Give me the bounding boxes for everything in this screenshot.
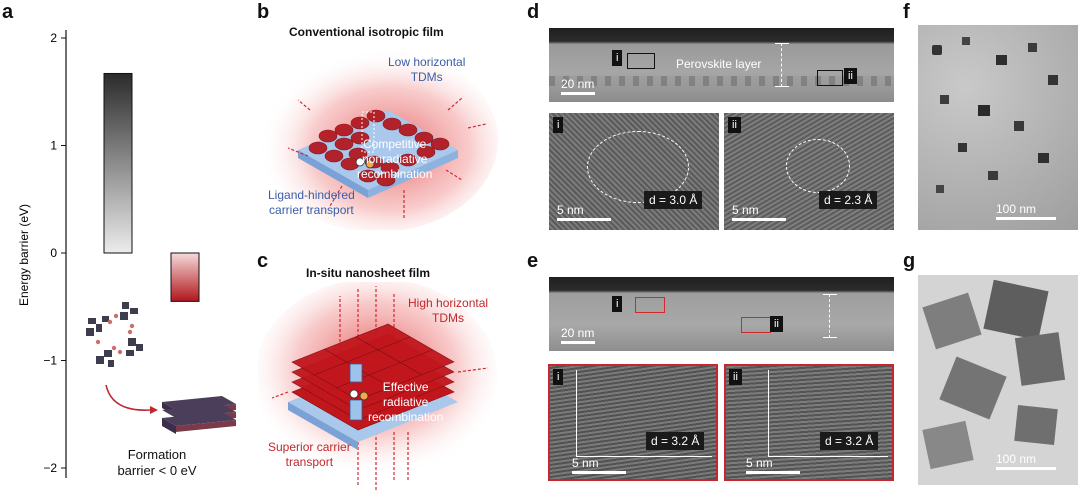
y-tick-label: −1 [43,354,57,368]
high-tdm-note: High horizontal TDMs [408,296,488,326]
formation-note-line2: barrier < 0 eV [117,463,197,478]
panel-e-hrtem-i-scale-text: 5 nm [572,456,599,470]
panel-d-scalebar-text: 20 nm [561,77,595,91]
bar-isotropic-film [103,72,133,254]
y-tick-label: −2 [43,461,57,475]
high-tdm-line1: High horizontal [408,296,489,310]
panel-d-d-spacing-i: d = 3.0 Å [644,191,703,209]
y-axis-label: Energy barrier (eV) [17,204,31,306]
panel-c-title: In-situ nanosheet film [306,266,431,280]
competitive-line1: Competitive [363,137,427,151]
formation-note-line1: Formation [127,447,187,462]
panel-f-scalebar: 100 nm [996,202,1056,220]
competitive-line3: recombination [357,167,433,181]
panel-e-hrtem-i [548,364,718,481]
panel-b-title: Conventional isotropic film [289,25,444,39]
effective-line2: radiative [383,395,429,409]
panel-d-hrtem-i-scale-text: 5 nm [557,203,584,217]
panel-e-hrtem-i-tag: i [553,369,564,385]
ligand-line2: carrier transport [269,203,354,217]
panel-e-d-spacing-i: d = 3.2 Å [646,432,705,450]
y-tick-label: 2 [50,31,57,45]
panel-d-tag-ii: ii [844,68,857,84]
effective-line3: recombination [368,410,444,424]
superior-line2: transport [285,455,334,469]
panel-d-hrtem-i-scalebar: 5 nm [557,203,611,221]
panel-f-scalebar-text: 100 nm [996,202,1037,216]
formation-note: Formation barrier < 0 eV [92,447,222,479]
precursor-cluster-illustration [86,302,143,367]
low-tdm-line1: Low horizontal [388,55,466,69]
panel-b-label: b [257,1,270,23]
panel-d-cross-section-image [549,28,894,102]
panel-f-tem-image [918,25,1078,230]
panel-g-scalebar: 100 nm [996,452,1056,470]
panel-c-label: c [257,250,269,272]
panel-e-d-spacing-ii: d = 3.2 Å [820,432,879,450]
panel-e-tag-ii: ii [770,316,783,332]
panel-e-scalebar: 20 nm [561,326,595,344]
panel-e-cross-section-image [549,277,894,351]
panel-d-hrtem-ii [724,113,894,230]
nanosheet-stack-illustration [162,396,236,434]
panel-f-label: f [903,1,910,23]
isotropic-film-illustration [258,48,498,230]
ligand-hindered-note: Ligand-hindered carrier transport [268,188,355,218]
panel-e-hrtem-ii-tag: ii [729,369,742,385]
low-tdm-line2: TDMs [410,70,443,84]
superior-line1: Superior carrier [268,440,351,454]
y-tick-label: 0 [50,246,57,260]
bar-nanosheet-film [170,252,200,302]
panel-d-label: d [527,1,540,23]
low-tdm-note: Low horizontal TDMs [388,55,465,85]
y-tick-label: 1 [50,139,57,153]
arrow-icon [105,384,151,411]
panel-d-hrtem-ii-tag: ii [728,117,741,133]
panel-d-hrtem-ii-scalebar: 5 nm [732,203,786,221]
panel-d-hrtem-i [549,113,719,230]
effective-recombination-note: Effective radiative recombination [368,380,443,425]
panel-e-hrtem-i-scalebar: 5 nm [572,456,626,474]
energy-barrier-chart: 2 1 0 −1 −2 Energy barrier (eV) [17,30,236,478]
panel-e-tag-i: i [612,296,623,312]
panel-d-hrtem-ii-scale-text: 5 nm [732,203,759,217]
competitive-line2: nonradiative [361,152,428,166]
panel-d-scalebar: 20 nm [561,77,595,95]
panel-g-label: g [903,250,916,272]
panel-a-label: a [2,1,14,23]
panel-g-tem-image [918,275,1078,485]
superior-carrier-note: Superior carrier transport [268,440,351,470]
perovskite-layer-label: Perovskite layer [676,57,762,71]
effective-line1: Effective [382,380,429,394]
panel-e-hrtem-ii-scale-text: 5 nm [746,456,773,470]
panel-g-scalebar-text: 100 nm [996,452,1037,466]
panel-d-hrtem-i-tag: i [553,117,564,133]
panel-e-label: e [527,250,539,272]
high-tdm-line2: TDMs [432,311,465,325]
ligand-line1: Ligand-hindered [268,188,355,202]
nanosheet-film-illustration [258,282,498,492]
competitive-recombination-note: Competitive nonradiative recombination [357,137,432,182]
panel-d-d-spacing-ii: d = 2.3 Å [819,191,878,209]
panel-d-tag-i: i [612,50,623,66]
panel-e-hrtem-ii-scalebar: 5 nm [746,456,800,474]
panel-e-scalebar-text: 20 nm [561,326,595,340]
panel-e-hrtem-ii [724,364,894,481]
